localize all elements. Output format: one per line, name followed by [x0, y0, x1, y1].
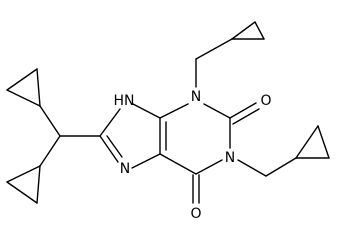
bond-c6-c5 — [159, 153, 197, 175]
bond — [6, 89, 41, 107]
bond-n1-ch2 — [237, 159, 267, 177]
atom-label-o2: O — [260, 93, 271, 109]
bond-n3-c2 — [203, 103, 231, 119]
bond-c2-o2 — [229, 102, 257, 119]
atom-label-o6: O — [190, 206, 201, 222]
bond — [6, 165, 41, 183]
bond-c2-o2-double — [232, 108, 260, 125]
molecule-drawing: N N HN N O O — [6, 21, 330, 222]
bond-ch-cyclopropyl-lower — [39, 135, 61, 167]
bond-n7-c5 — [131, 153, 161, 169]
bond-c8-n7-double — [106, 135, 123, 158]
atom-label-n7: N — [120, 161, 130, 177]
bond-c4-n3 — [159, 103, 189, 119]
atom-label-n1: N — [225, 150, 235, 166]
bond — [254, 21, 265, 40]
bond-ch2-cyclopropyl-n3 — [195, 38, 233, 60]
bond-c8-n7 — [99, 135, 119, 163]
atom-label-n3: N — [191, 89, 201, 105]
cyclopropyl-ring-n1 — [295, 125, 330, 159]
bond — [295, 125, 319, 159]
bond-n9-c8 — [99, 108, 121, 137]
bond — [317, 125, 330, 159]
cyclopropyl-ring-lower — [6, 165, 41, 204]
bond — [6, 68, 38, 91]
bond — [6, 181, 38, 204]
structure-canvas: N N HN N O O — [6, 21, 330, 222]
cyclopropyl-ring-n3 — [231, 21, 265, 40]
bond — [36, 68, 41, 107]
bond-ch2-cyclopropyl-n1 — [265, 157, 297, 177]
atom-label-n9: HN — [114, 93, 135, 109]
bond — [36, 165, 41, 204]
bond — [231, 21, 256, 40]
bond-ch-cyclopropyl-upper — [39, 105, 61, 137]
bond-n1-c6 — [195, 159, 223, 175]
cyclopropyl-ring-upper — [6, 68, 41, 107]
bond-c4-n9 — [132, 103, 161, 119]
